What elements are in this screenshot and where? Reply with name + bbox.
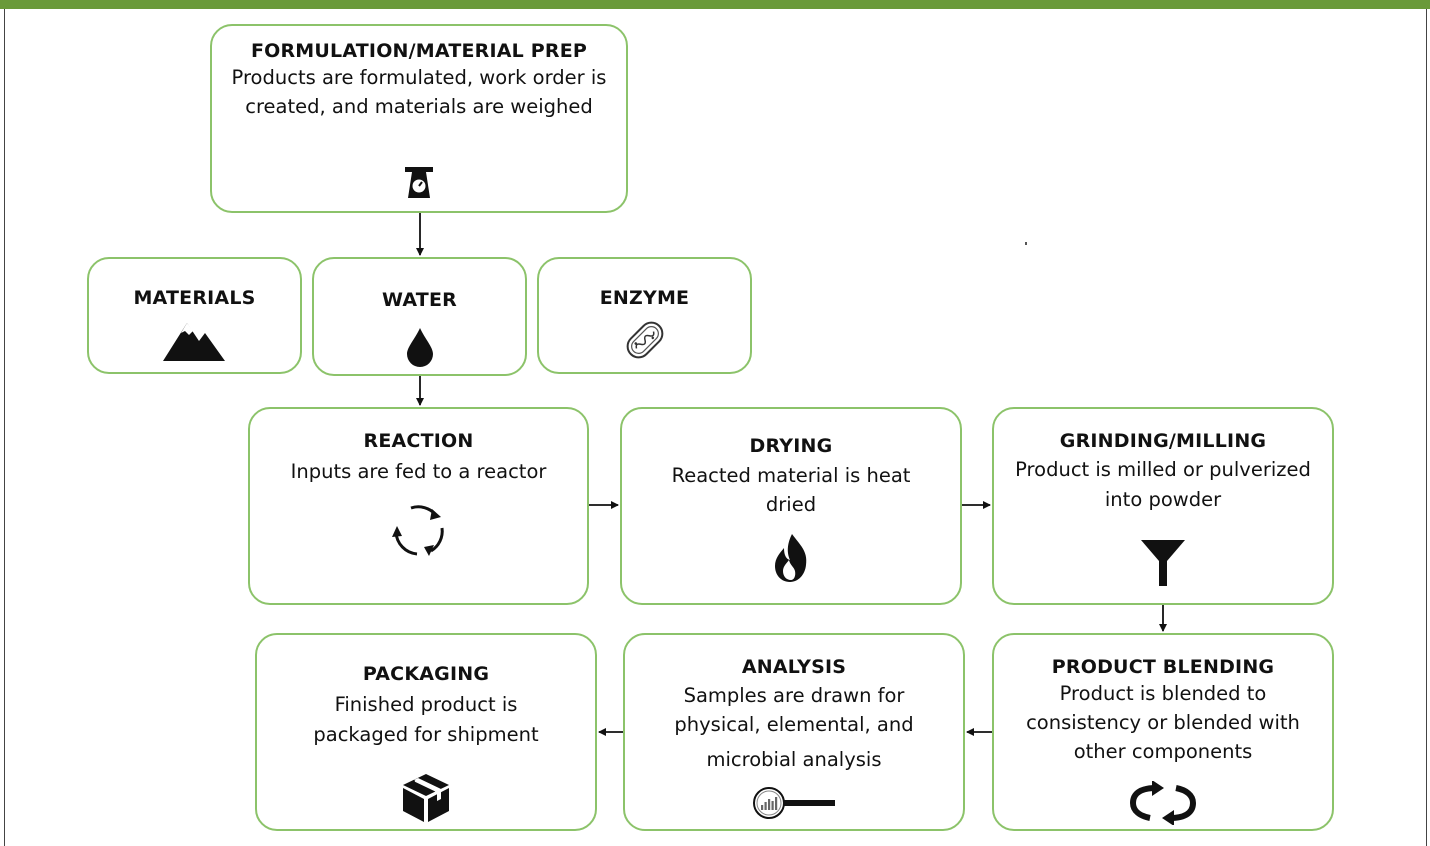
step-drying: DRYING Reacted material is heat dried <box>620 407 962 605</box>
water-drop-icon <box>406 328 433 367</box>
scale-icon <box>405 167 433 198</box>
step-title: REACTION <box>363 430 474 452</box>
enzyme-capsule-icon <box>626 321 663 359</box>
input-title: WATER <box>382 289 457 311</box>
input-title: ENZYME <box>599 287 690 309</box>
flame-icon <box>775 534 807 582</box>
step-description-cont: microbial analysis <box>706 748 882 771</box>
input-title: MATERIALS <box>133 287 256 309</box>
top-banner <box>0 0 1430 9</box>
step-formulation: FORMULATION/MATERIAL PREP Products are f… <box>210 24 628 213</box>
step-title: GRINDING/MILLING <box>1059 430 1267 452</box>
step-description: Products are formulated, work order is c… <box>231 66 607 118</box>
box-icon <box>403 774 449 822</box>
step-description: Inputs are fed to a reactor <box>290 460 547 483</box>
stray-mark <box>1025 242 1027 245</box>
input-materials: MATERIALS <box>87 257 302 374</box>
step-description: Samples are drawn for physical, elementa… <box>674 684 914 736</box>
funnel-icon <box>1141 540 1185 586</box>
step-grinding: GRINDING/MILLING Product is milled or pu… <box>992 407 1334 605</box>
step-description: Reacted material is heat dried <box>671 464 911 516</box>
step-analysis: ANALYSIS Samples are drawn for physical,… <box>623 633 965 831</box>
frame-border-right <box>1426 9 1427 846</box>
step-reaction: REACTION Inputs are fed to a reactor <box>248 407 589 605</box>
blend-arrows-icon <box>1129 781 1197 825</box>
step-blending: PRODUCT BLENDING Product is blended to c… <box>992 633 1334 831</box>
step-description: Product is blended to consistency or ble… <box>1026 682 1300 763</box>
step-description: Product is milled or pulverized into pow… <box>1015 458 1311 511</box>
step-title: PRODUCT BLENDING <box>1051 656 1275 678</box>
step-title: FORMULATION/MATERIAL PREP <box>250 40 588 62</box>
step-description: Finished product is packaged for shipmen… <box>313 693 539 746</box>
frame-border-left <box>4 9 5 846</box>
step-title: PACKAGING <box>362 663 490 685</box>
mountain-icon <box>162 323 225 361</box>
step-packaging: PACKAGING Finished product is packaged f… <box>255 633 597 831</box>
step-title: DRYING <box>749 435 833 457</box>
cycle-arrows-icon <box>391 505 444 556</box>
input-water: WATER <box>312 257 527 376</box>
input-enzyme: ENZYME <box>537 257 752 374</box>
magnifier-chart-icon <box>753 787 835 819</box>
step-title: ANALYSIS <box>741 656 847 678</box>
